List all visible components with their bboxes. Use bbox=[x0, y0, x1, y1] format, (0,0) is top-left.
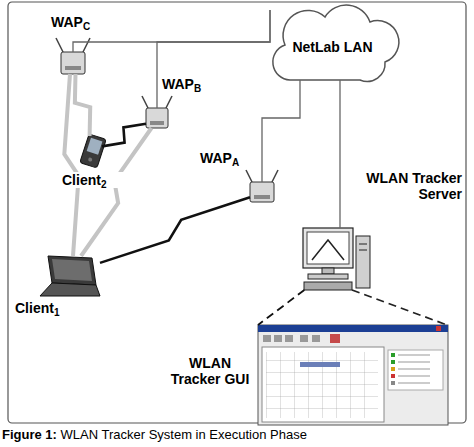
wireless-link bbox=[100, 197, 250, 263]
server: WLAN Tracker Server bbox=[303, 228, 370, 290]
node-caption-label: WAPB bbox=[160, 76, 224, 92]
node-caption-label: WAPC bbox=[49, 14, 113, 30]
node-caption-label: WLAN Tracker GUI bbox=[163, 355, 257, 387]
lan-cloud bbox=[273, 5, 399, 81]
zoom-dashed-line bbox=[352, 290, 447, 325]
server-computer-icon bbox=[303, 228, 370, 290]
client-device: Client1 bbox=[40, 256, 100, 296]
lan-cloud: NetLab LAN bbox=[270, 10, 395, 80]
node-label: NetLab LAN bbox=[292, 39, 372, 55]
node-caption-label: Client1 bbox=[13, 300, 87, 316]
wireless-link bbox=[81, 128, 151, 256]
laptop-icon bbox=[40, 256, 100, 296]
node-caption-label: Client2 bbox=[60, 172, 134, 188]
node-caption-label: WLAN Tracker Server bbox=[352, 170, 464, 202]
node-caption-label: WAPA bbox=[198, 150, 250, 166]
wireless-link bbox=[75, 74, 90, 136]
wireless-link bbox=[102, 124, 146, 147]
figure-caption: Figure 1: WLAN Tracker System in Executi… bbox=[2, 427, 307, 443]
figure-frame bbox=[8, 2, 466, 423]
ethernet-link bbox=[339, 80, 340, 228]
pda-icon bbox=[80, 134, 106, 168]
zoom-dashed-line bbox=[258, 290, 304, 325]
ethernet-link bbox=[262, 80, 300, 182]
access-point: WAPA bbox=[250, 182, 274, 202]
client-device: Client2 bbox=[84, 136, 102, 166]
ethernet-link bbox=[157, 10, 270, 108]
gui-window: WLAN Tracker GUI bbox=[258, 325, 448, 425]
access-point: WAPC bbox=[61, 52, 85, 74]
access-point: WAPB bbox=[146, 108, 168, 128]
gui-screenshot bbox=[258, 325, 448, 425]
